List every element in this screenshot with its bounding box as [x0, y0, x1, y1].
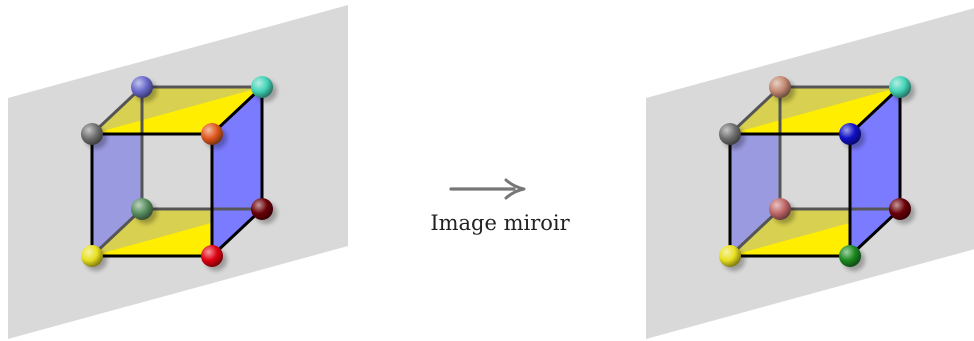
- left-cube-ball-top-front-right: [201, 123, 223, 145]
- right-cube-right-face: [850, 87, 900, 256]
- left-cube-ball-top-back-left: [131, 76, 153, 98]
- arrow-head: [504, 178, 526, 200]
- left-cube-plane: [8, 5, 348, 339]
- left-cube-right-face: [212, 87, 262, 256]
- diagram-layer: [8, 5, 974, 339]
- left-cube-ball-top-front-left: [81, 123, 103, 145]
- left-cube-ball-bottom-front-right: [201, 245, 223, 267]
- right-cube-ball-bottom-back-left: [769, 198, 791, 220]
- right-cube-plane: [646, 8, 974, 339]
- right-cube-edge-hidden-diagonal: [728, 207, 782, 258]
- left-cube-ball-bottom-back-right: [251, 198, 273, 220]
- right-cube-ball-bottom-front-left: [719, 245, 741, 267]
- right-cube-ball-bottom-back-right: [889, 198, 911, 220]
- left-cube-ball-bottom-back-left: [131, 198, 153, 220]
- right-cube-top-face-front: [730, 87, 900, 134]
- right-cube-ball-top-front-right: [839, 123, 861, 145]
- right-cube-edge-bottom-right: [848, 207, 902, 258]
- right-cube-edge-top-left: [728, 85, 782, 136]
- left-cube-ball-top-back-right: [251, 76, 273, 98]
- right-cube-ball-top-back-left: [769, 76, 791, 98]
- right-cube-ball-top-front-left: [719, 123, 741, 145]
- left-cube-edge-hidden-diagonal: [90, 207, 144, 258]
- left-cube-edge-top-right: [210, 85, 264, 136]
- mirror-image-label: Image miroir: [430, 211, 570, 235]
- left-cube-top-face-front: [92, 87, 262, 134]
- left-cube-ball-bottom-front-left: [81, 245, 103, 267]
- right-cube-ball-bottom-front-right: [839, 245, 861, 267]
- right-cube-ball-top-back-right: [889, 76, 911, 98]
- left-cube-edge-bottom-right: [210, 207, 264, 258]
- left-cube-edge-top-left: [90, 85, 144, 136]
- right-cube-edge-top-right: [848, 85, 902, 136]
